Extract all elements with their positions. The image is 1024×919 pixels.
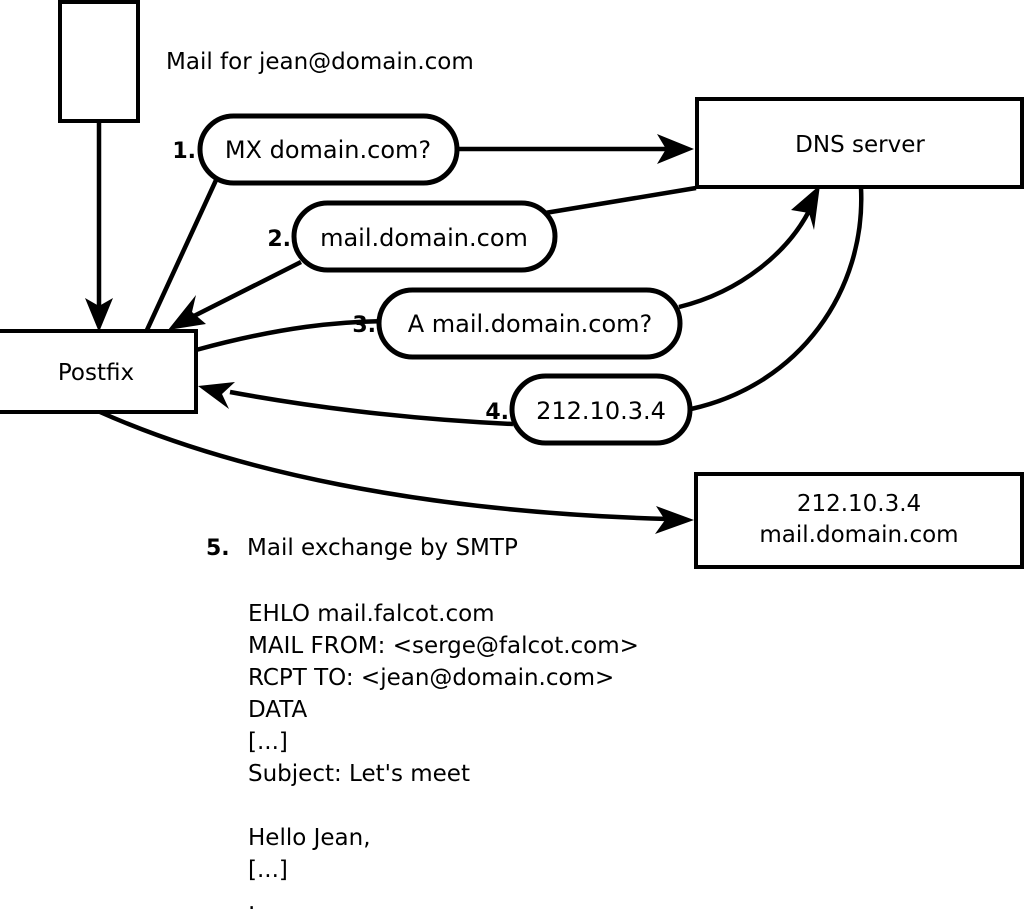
step-number-5: 5. <box>206 536 230 561</box>
bubble-3-label: A mail.domain.com? <box>408 310 653 338</box>
message-bubble-2: 2. mail.domain.com <box>267 200 558 273</box>
node-sender <box>58 0 140 123</box>
transcript-line: . <box>248 889 255 915</box>
bubble-4-label: 212.10.3.4 <box>536 397 666 425</box>
edge-postfix-to-step3 <box>195 318 393 353</box>
message-bubble-1: 1. MX domain.com? <box>172 113 460 186</box>
transcript-line: [...] <box>248 729 288 755</box>
edge-step3-to-dns <box>678 185 820 310</box>
bubble-4-shape <box>509 373 693 446</box>
dns-server-label: DNS server <box>795 132 925 158</box>
arrowhead-step1-dns <box>657 134 694 164</box>
edge-dns-to-step2 <box>544 185 697 216</box>
bubble-1-label: MX domain.com? <box>225 136 431 164</box>
edge-step1-to-dns <box>458 134 694 164</box>
step-number-3: 3. <box>352 313 376 338</box>
arrowhead-postfix-mailserver <box>655 506 694 534</box>
bubble-3-shape <box>376 287 683 360</box>
title-caption: Mail for jean@domain.com <box>166 49 474 75</box>
arrowhead-sender-postfix <box>85 298 113 332</box>
bubble-2-shape <box>291 200 558 273</box>
message-bubble-4: 4. 212.10.3.4 <box>485 373 693 446</box>
step-number-2: 2. <box>267 227 291 252</box>
message-bubble-3: 3. A mail.domain.com? <box>352 287 683 360</box>
node-dns-server: DNS server <box>695 97 1024 189</box>
dns-server-box <box>695 97 1024 189</box>
target-mailserver-box <box>694 472 1024 569</box>
postfix-box <box>0 329 198 414</box>
target-mailserver-ip: 212.10.3.4 <box>797 491 921 517</box>
sender-box <box>58 0 140 123</box>
arrowhead-step3-dns <box>791 185 820 230</box>
smtp-transcript: EHLO mail.falcot.com MAIL FROM: <serge@f… <box>248 601 639 915</box>
step-5-label: Mail exchange by SMTP <box>247 535 518 561</box>
node-target-mailserver: 212.10.3.4 mail.domain.com <box>694 472 1024 569</box>
edge-step4-to-postfix <box>198 382 514 427</box>
postfix-label: Postfix <box>58 360 134 386</box>
transcript-line: DATA <box>248 697 308 723</box>
transcript-line: Subject: Let's meet <box>248 761 470 787</box>
edge-step2-to-postfix <box>168 259 303 330</box>
edge-dns-to-step4 <box>690 187 864 412</box>
transcript-line: EHLO mail.falcot.com <box>248 601 495 627</box>
transcript-line: RCPT TO: <jean@domain.com> <box>248 665 614 691</box>
transcript-line: [...] <box>248 857 288 883</box>
arrowhead-step4-postfix <box>198 382 235 409</box>
transcript-line: Hello Jean, <box>248 825 371 851</box>
transcript-line: MAIL FROM: <serge@falcot.com> <box>248 633 639 659</box>
edge-postfix-to-mailserver <box>99 409 694 534</box>
step-number-1: 1. <box>172 139 196 164</box>
node-postfix: Postfix <box>0 329 198 414</box>
edge-sender-to-postfix <box>85 122 113 332</box>
edge-postfix-to-step1 <box>144 177 220 331</box>
target-mailserver-host: mail.domain.com <box>759 522 958 548</box>
bubble-2-label: mail.domain.com <box>320 224 528 252</box>
bubble-1-shape <box>197 113 460 186</box>
step-number-4: 4. <box>485 400 509 425</box>
arrowhead-step2-postfix <box>168 295 206 330</box>
